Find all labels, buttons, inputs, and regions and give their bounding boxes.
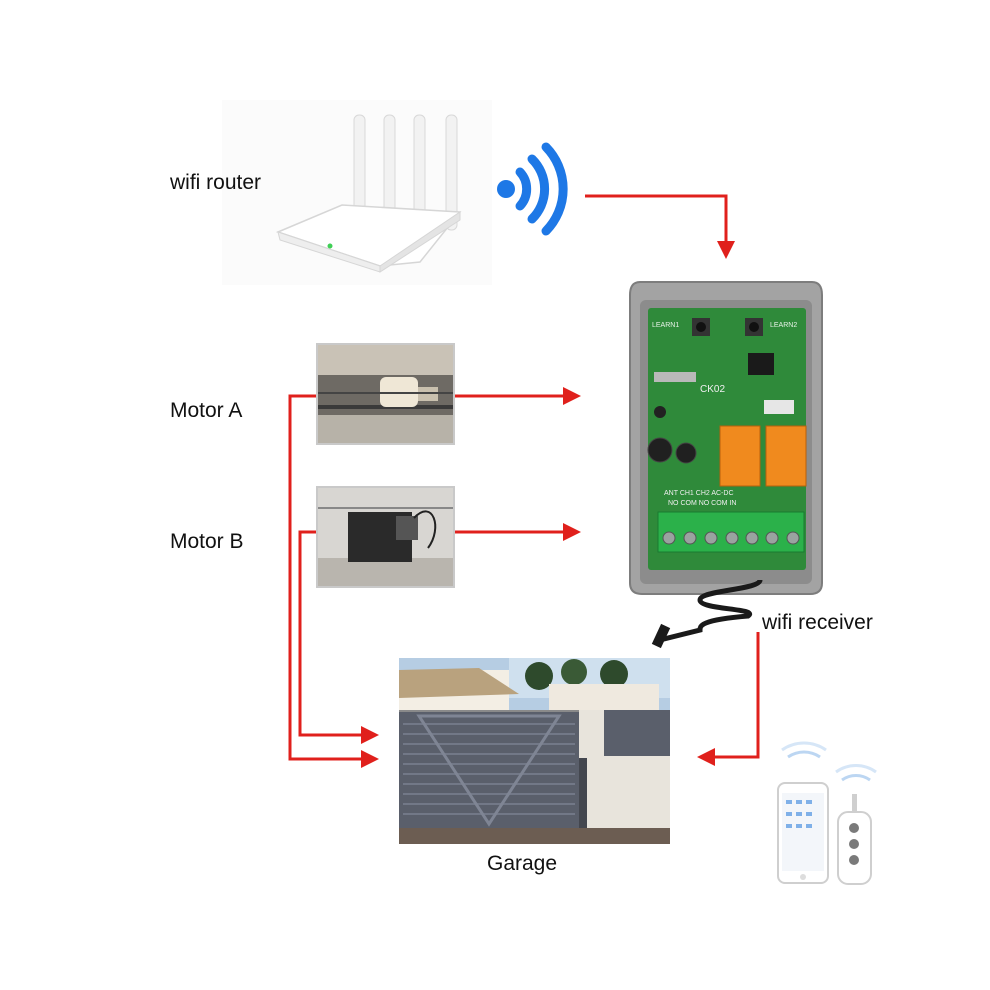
board-learn1-label: LEARN1: [652, 322, 680, 329]
motor-a-image: [316, 343, 455, 445]
board-learn2-label: LEARN2: [770, 322, 798, 329]
wifi-receiver-label: wifi receiver: [762, 611, 873, 634]
motor-a-label: Motor A: [170, 399, 243, 422]
board-terminals-sub-label: NO COM NO COM IN: [668, 500, 737, 507]
board-model-label: CK02: [700, 384, 726, 395]
garage-label: Garage: [487, 852, 558, 875]
garage-image: [399, 658, 670, 844]
motor-b-image: [316, 486, 455, 588]
board-terminals-label: ANT CH1 CH2 AC-DC: [664, 490, 734, 497]
motor-b-label: Motor B: [170, 530, 244, 553]
wifi-router-label: wifi router: [170, 171, 262, 194]
